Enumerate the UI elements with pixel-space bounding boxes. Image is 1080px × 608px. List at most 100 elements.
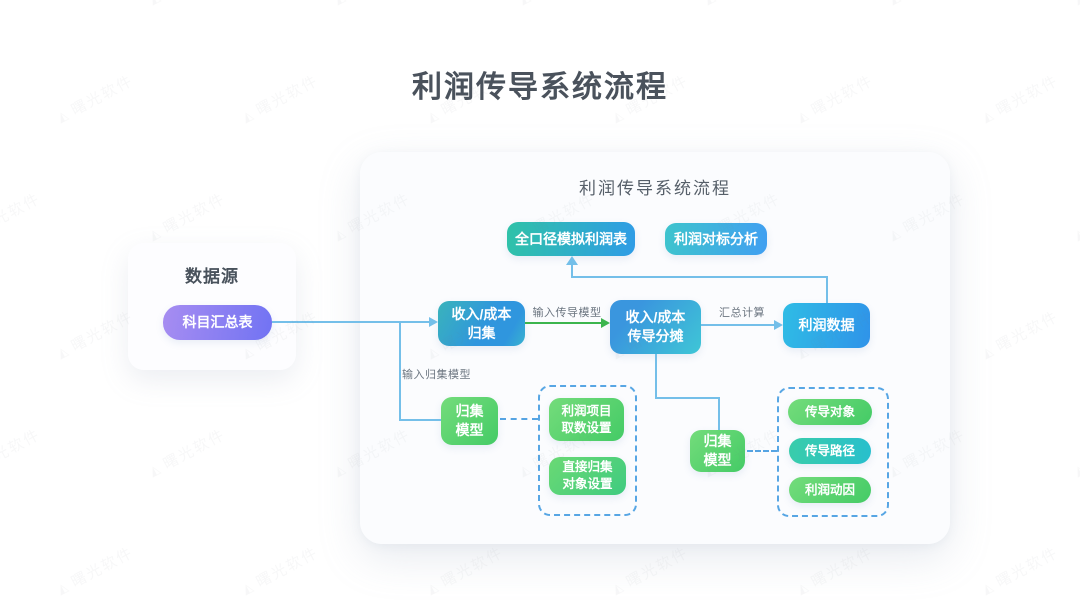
brand-logo-icon: ◭ — [609, 105, 627, 125]
brand-logo-icon: ◭ — [886, 0, 904, 7]
watermark-text: 曙光软件 — [160, 426, 229, 474]
watermark-tile: ◭曙光软件 — [0, 424, 44, 482]
arrowhead-into-allocation-icon — [601, 318, 610, 328]
node-profit-item-fetch-settings: 利润项目 取数设置 — [549, 398, 624, 441]
group-transmission-settings — [777, 387, 889, 517]
brand-logo-icon: ◭ — [516, 0, 534, 7]
brand-logo-icon: ◭ — [146, 0, 164, 7]
panel-subtitle: 利润传导系统流程 — [579, 179, 731, 198]
brand-logo-icon: ◭ — [331, 459, 349, 479]
edge-into-sim-table-line — [571, 264, 573, 277]
brand-logo-icon: ◭ — [331, 223, 349, 243]
brand-logo-icon: ◭ — [1071, 223, 1080, 243]
edge-label-summary-calculation: 汇总计算 — [719, 307, 765, 319]
watermark-tile: ◭曙光软件 — [53, 306, 137, 364]
brand-logo-icon: ◭ — [1071, 459, 1080, 479]
edge-model-to-settings-dashed — [500, 418, 538, 420]
brand-logo-icon: ◭ — [1071, 0, 1080, 7]
watermark-text: 曙光软件 — [344, 0, 414, 2]
brand-logo-icon: ◭ — [146, 223, 164, 243]
page-title: 利润传导系统流程 — [412, 71, 668, 104]
watermark-text: 曙光软件 — [438, 544, 507, 592]
brand-logo-icon: ◭ — [609, 577, 627, 597]
watermark-tile: ◭曙光软件 — [238, 542, 322, 600]
watermark-tile: ◭曙光软件 — [423, 542, 507, 600]
brand-logo-icon: ◭ — [794, 577, 812, 597]
watermark-tile: ◭曙光软件 — [978, 306, 1062, 364]
arrowhead-into-sim-table-icon — [566, 256, 578, 265]
edge-profitdata-riser-line — [826, 277, 828, 303]
watermark-tile: ◭曙光软件 — [145, 424, 229, 482]
node-transmission-path: 传导路径 — [789, 438, 871, 464]
watermark-tile: ◭曙光软件 — [0, 188, 44, 246]
watermark-text: 曙光软件 — [993, 308, 1062, 356]
node-income-cost-transmission-allocation: 收入/成本 传导分摊 — [610, 300, 701, 354]
node-profit-benchmark-analysis: 利润对标分析 — [665, 223, 767, 255]
brand-logo-icon: ◭ — [424, 577, 442, 597]
edge-allocation-elbow-line — [655, 397, 720, 399]
brand-logo-icon: ◭ — [54, 577, 72, 597]
watermark-text: 曙光软件 — [68, 544, 137, 592]
watermark-tile: ◭曙光软件 — [608, 542, 692, 600]
arrowhead-into-income-collection-icon — [429, 317, 438, 327]
brand-logo-icon: ◭ — [146, 459, 164, 479]
watermark-text: 曙光软件 — [623, 544, 692, 592]
edge-model-to-transmission-dashed — [747, 450, 777, 452]
brand-logo-icon: ◭ — [239, 577, 257, 597]
edge-allocation-down-line — [655, 354, 657, 399]
edge-branch-down-line — [399, 322, 401, 419]
watermark-tile: ◭曙光软件 — [700, 0, 784, 9]
node-profit-driver: 利润动因 — [789, 477, 871, 503]
watermark-text: 曙光软件 — [68, 308, 137, 356]
watermark-text: 曙光软件 — [899, 0, 969, 2]
watermark-tile: ◭曙光软件 — [1070, 0, 1080, 9]
watermark-tile: ◭曙光软件 — [1070, 188, 1080, 246]
brand-logo-icon: ◭ — [979, 341, 997, 361]
brand-logo-icon: ◭ — [239, 105, 257, 125]
watermark-text: 曙光软件 — [0, 426, 44, 474]
brand-logo-icon: ◭ — [424, 105, 442, 125]
group-collection-settings — [538, 385, 637, 516]
node-collection-model-right: 归集 模型 — [690, 430, 745, 472]
brand-logo-icon: ◭ — [979, 577, 997, 597]
watermark-tile: ◭曙光软件 — [1070, 424, 1080, 482]
watermark-tile: ◭曙光软件 — [145, 188, 229, 246]
edge-label-input-collect-model: 输入归集模型 — [402, 369, 471, 381]
watermark-text: 曙光软件 — [0, 190, 44, 238]
edge-top-return-line — [571, 276, 828, 278]
watermark-tile: ◭曙光软件 — [515, 0, 599, 9]
edge-allocation-to-profitdata-line — [701, 324, 775, 326]
node-direct-collection-object-settings: 直接归集 对象设置 — [549, 457, 626, 495]
arrowhead-into-profit-data-icon — [774, 320, 783, 330]
watermark-tile: ◭曙光软件 — [793, 542, 877, 600]
brand-logo-icon: ◭ — [794, 105, 812, 125]
datasource-heading: 数据源 — [185, 267, 239, 286]
watermark-text: 曙光软件 — [529, 0, 599, 2]
watermark-text: 曙光软件 — [808, 544, 877, 592]
edge-collection-to-allocation-line — [525, 322, 602, 324]
brand-logo-icon: ◭ — [54, 341, 72, 361]
watermark-tile: ◭曙光软件 — [0, 0, 44, 9]
watermark-text: 曙光软件 — [159, 0, 229, 2]
brand-logo-icon: ◭ — [54, 105, 72, 125]
watermark-text: 曙光软件 — [993, 544, 1062, 592]
watermark-tile: ◭曙光软件 — [145, 0, 229, 9]
brand-logo-icon: ◭ — [701, 0, 719, 7]
edge-summary-to-collection-line — [272, 321, 430, 323]
edge-branch-to-model-line — [399, 419, 441, 421]
watermark-tile: ◭曙光软件 — [885, 0, 969, 9]
brand-logo-icon: ◭ — [331, 0, 349, 7]
node-full-caliber-sim-profit-table: 全口径模拟利润表 — [507, 222, 635, 256]
node-subject-summary-table: 科目汇总表 — [163, 305, 272, 340]
watermark-tile: ◭曙光软件 — [53, 542, 137, 600]
node-income-cost-collection: 收入/成本 归集 — [438, 301, 525, 346]
node-collection-model-left: 归集 模型 — [441, 397, 498, 445]
edge-into-right-model-line — [718, 397, 720, 430]
watermark-tile: ◭曙光软件 — [330, 0, 414, 9]
edge-label-input-transmission-model: 输入传导模型 — [532, 307, 602, 319]
watermark-text: 曙光软件 — [0, 0, 44, 2]
brand-logo-icon: ◭ — [979, 105, 997, 125]
node-transmission-object: 传导对象 — [788, 399, 872, 425]
watermark-text: 曙光软件 — [714, 0, 784, 2]
